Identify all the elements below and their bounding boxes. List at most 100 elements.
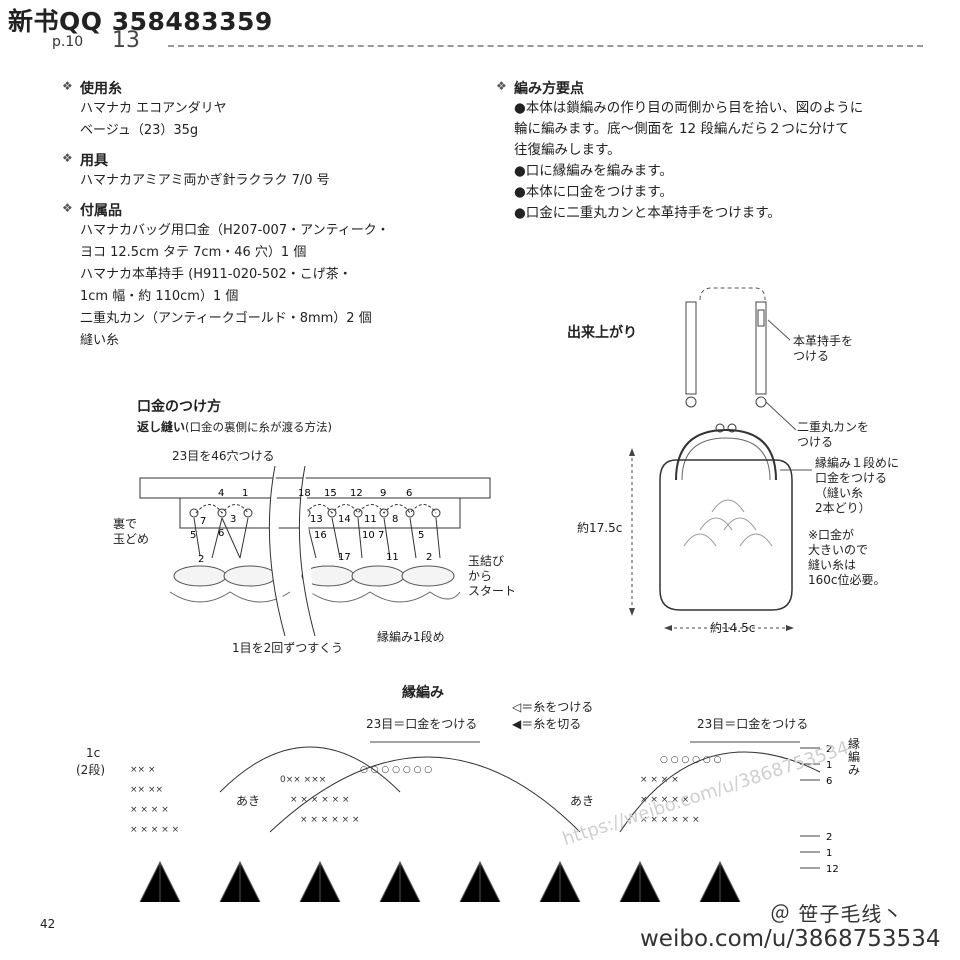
row-arrows — [800, 747, 820, 869]
bottom-label: 1目を2回ずつすくう — [232, 641, 344, 655]
points-line: ●本体に口金をつけます。 — [514, 184, 673, 200]
points-line: ●口金に二重丸カンと本革持手をつけます。 — [514, 205, 781, 221]
svg-text:7: 7 — [200, 516, 206, 527]
legend-cut: ◀＝糸を切る — [512, 717, 582, 731]
yarn-heading: 使用糸 — [80, 81, 122, 97]
svg-text:3: 3 — [230, 514, 236, 525]
svg-text:× × × ×: × × × × — [130, 805, 169, 815]
weibo-url: weibo.com/u/3868753534 — [640, 926, 941, 952]
svg-text:6: 6 — [406, 488, 412, 499]
page-number: 13 — [112, 28, 140, 53]
clasp-icon — [715, 423, 725, 433]
points-heading: 編み方要点 — [514, 81, 584, 97]
svg-text:× × × × × ×: × × × × × × — [640, 815, 700, 825]
svg-text:0×× ×××: 0×× ××× — [280, 775, 326, 785]
stitch-symbols: ×× × ×× ×× × × × × × × × × × 0×× ××× × × × ×… — [130, 755, 722, 835]
attach-subnote: (口金の裏側に糸が渡る方法) — [185, 420, 332, 434]
label-handle: 本革持手をつける — [793, 334, 854, 363]
legend-attach: ◁＝糸をつける — [512, 700, 594, 714]
svg-text:× × × × × ×: × × × × × × — [290, 795, 350, 805]
page-title: 新书QQ 358483359 — [8, 7, 273, 36]
bullet-icon: ❖ — [62, 201, 73, 215]
tools-heading: 用具 — [80, 153, 108, 169]
attach-subheading-row: 返し縫い(口金の裏側に糸が渡る方法) — [137, 418, 332, 435]
edging-heading: 縁編み — [402, 685, 444, 701]
holes-label: 23目を46穴つける — [172, 449, 275, 463]
svg-text:×× ××: ×× ×× — [130, 785, 163, 795]
handle-left-strap — [685, 301, 697, 395]
svg-text:2: 2 — [826, 832, 832, 843]
label-ring: 二重丸カンをつける — [797, 420, 870, 449]
accessories-line: ヨコ 12.5cm タテ 7cm・46 穴）1 個 — [80, 245, 307, 260]
svg-text:4: 4 — [218, 488, 224, 499]
back-stitches — [195, 504, 437, 514]
stitch-threads — [193, 517, 441, 559]
points-line: 往復編みします。 — [514, 142, 621, 158]
height-label: 約17.5c — [577, 521, 623, 535]
svg-text:1: 1 — [242, 488, 248, 499]
yarn-line: ベージュ（23）35g — [80, 123, 199, 138]
svg-text:○ ○ ○ ○ ○ ○ ○: ○ ○ ○ ○ ○ ○ ○ — [360, 765, 432, 775]
handle-top-dashed — [699, 287, 766, 301]
break-marks — [268, 466, 316, 636]
svg-text:5: 5 — [190, 530, 196, 541]
tools-block: ❖ 用具 ハマナカアミアミ両かぎ針ラクラク 7/0 号 — [62, 150, 390, 192]
svg-text:×× ×: ×× × — [130, 765, 155, 775]
svg-text:× × × × ×: × × × × × — [640, 795, 689, 805]
points-line: 輪に編みます。底〜側面を 12 段編んだら２つに分けて — [514, 121, 849, 137]
points-section: ❖ 編み方要点 ●本体は鎖編みの作り目の両側から目を拾い、図のように 輪に編みま… — [496, 78, 864, 224]
accessories-line: ハマナカ本革持手 (H911-020-502・こげ茶・ — [80, 267, 352, 282]
accessories-block: ❖ 付属品 ハマナカバッグ用口金（H207-007・アンティーク・ ヨコ 12.… — [62, 200, 390, 352]
accessories-line: 二重丸カン（アンティークゴールド・8mm）2 個 — [80, 311, 372, 326]
frame-outline — [675, 428, 777, 481]
svg-text:× × × ×: × × × × — [640, 775, 679, 785]
svg-text:2: 2 — [198, 554, 204, 565]
accessories-line: 縫い糸 — [80, 333, 120, 348]
page-label: p.10 — [52, 34, 84, 50]
finished-heading: 出来上がり — [567, 325, 637, 341]
materials-section: ❖ 使用糸 ハマナカ エコアンダリヤ ベージュ（23）35g ❖ 用具 ハマナカ… — [62, 78, 390, 352]
svg-text:15: 15 — [324, 488, 337, 499]
svg-text:○ ○ ○ ○ ○ ○: ○ ○ ○ ○ ○ ○ — [660, 755, 722, 765]
gap-label-left: あき — [236, 794, 261, 808]
accessories-heading: 付属品 — [80, 203, 122, 219]
left-note: 裏で玉どめ — [113, 517, 150, 546]
side-label: 縁編み — [848, 737, 861, 777]
frame-label-left: 23目＝口金をつける — [366, 717, 478, 731]
width-label: 約14.5c — [710, 621, 756, 635]
svg-text:5: 5 — [418, 530, 424, 541]
yarn-line: ハマナカ エコアンダリヤ — [80, 101, 227, 116]
row-numbers: 2 1 6 2 1 12 — [826, 744, 839, 875]
edging-row-loops — [173, 565, 455, 587]
svg-text:11: 11 — [386, 552, 399, 563]
svg-text:1: 1 — [826, 760, 832, 771]
points-line: ●口に縁編みを編みます。 — [514, 163, 673, 179]
right-arc — [619, 751, 821, 833]
points-line: ●本体は鎖編みの作り目の両側から目を拾い、図のように — [514, 100, 864, 116]
edge-label: 縁編み1段め — [377, 630, 445, 644]
accessories-line: ハマナカバッグ用口金（H207-007・アンティーク・ — [80, 223, 390, 238]
center-arc — [269, 756, 581, 833]
ring-left-icon — [685, 396, 697, 408]
lower-loops — [169, 591, 461, 603]
finished-bag-diagram — [629, 287, 812, 631]
svg-text:7: 7 — [378, 530, 384, 541]
header-divider — [168, 45, 923, 47]
left-row-label: (2段) — [76, 763, 105, 777]
svg-text:6: 6 — [218, 528, 224, 539]
svg-text:6: 6 — [826, 776, 832, 787]
svg-text:9: 9 — [380, 488, 386, 499]
yarn-block: ❖ 使用糸 ハマナカ エコアンダリヤ ベージュ（23）35g — [62, 78, 390, 142]
svg-text:12: 12 — [350, 488, 363, 499]
weibo-name: ＠ 笹子毛线丶 — [770, 902, 904, 926]
svg-text:11: 11 — [364, 514, 377, 525]
svg-text:2: 2 — [826, 744, 832, 755]
left-c-label: 1c — [86, 746, 101, 760]
svg-text:8: 8 — [392, 514, 398, 525]
tools-line: ハマナカアミアミ両かぎ針ラクラク 7/0 号 — [80, 173, 330, 188]
svg-text:14: 14 — [338, 514, 351, 525]
frame-label-right: 23目＝口金をつける — [697, 717, 809, 731]
right-note: 玉結びからスタート — [468, 554, 517, 598]
bag-body — [659, 459, 793, 611]
svg-text:17: 17 — [338, 552, 351, 563]
